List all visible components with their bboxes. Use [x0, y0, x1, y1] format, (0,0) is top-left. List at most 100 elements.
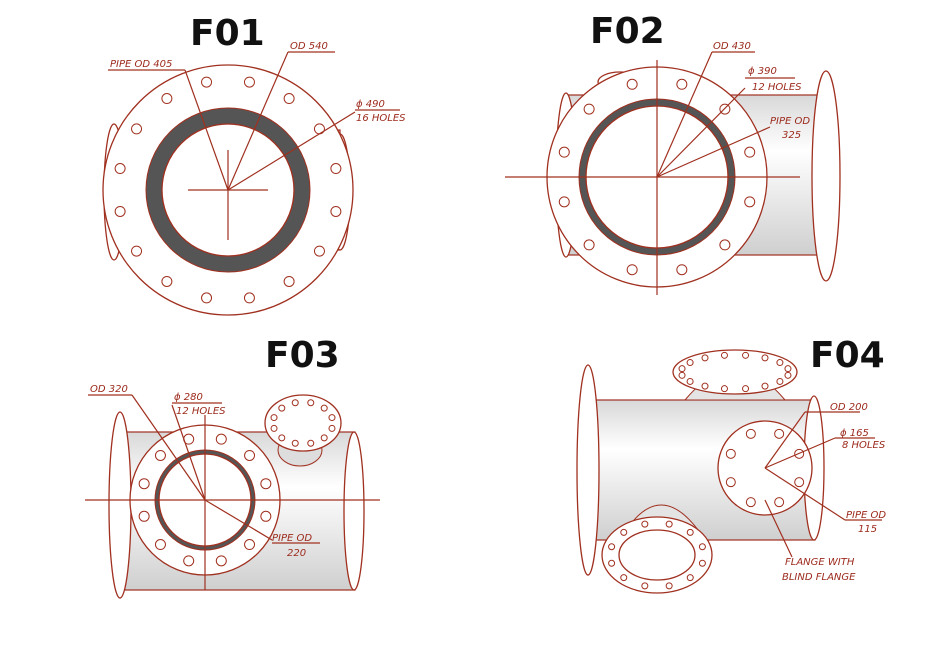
drawing-f04: F04 OD 200 ϕ 165 8 HOLES PIPE OD 115 FLA…	[576, 335, 886, 594]
bolt-hole	[678, 365, 686, 373]
bolt-hole	[138, 510, 150, 522]
branch-bolt-holes	[270, 399, 336, 447]
bolt-hole	[131, 123, 143, 135]
label-pipe-od-value: 220	[287, 548, 306, 559]
bolt-hole	[244, 539, 256, 551]
bolt-hole	[776, 359, 784, 367]
bolt-hole	[725, 448, 736, 459]
bolt-hole	[114, 163, 126, 175]
bolt-hole	[641, 520, 649, 528]
label-od: OD 200	[830, 402, 868, 413]
drawing-title: F02	[590, 11, 665, 52]
bolt-hole	[784, 365, 792, 373]
bolt-hole	[161, 275, 173, 287]
bolt-hole	[131, 245, 143, 257]
bolt-hole	[283, 275, 295, 287]
label-bolt-circle: ϕ 490	[356, 99, 385, 110]
bolt-hole	[270, 414, 278, 422]
bolt-hole	[608, 543, 616, 551]
bolt-hole	[328, 414, 336, 422]
bolt-holes	[114, 76, 342, 304]
bolt-hole	[313, 123, 325, 135]
label-bolt-circle: ϕ 165	[840, 428, 869, 439]
bolt-hole	[313, 245, 325, 257]
bolt-hole	[270, 424, 278, 432]
bolt-hole	[744, 196, 756, 208]
label-pipe-od: PIPE OD	[846, 510, 886, 521]
bolt-hole	[686, 377, 694, 385]
bolt-hole	[665, 520, 673, 528]
bolt-hole	[183, 555, 195, 567]
bolt-hole	[665, 582, 673, 590]
bolt-hole	[154, 449, 166, 461]
bolt-hole	[215, 555, 227, 567]
bolt-hole	[330, 205, 342, 217]
bolt-hole	[114, 205, 126, 217]
bolt-hole	[620, 574, 628, 582]
bolt-hole	[742, 385, 750, 393]
bolt-hole	[761, 382, 769, 390]
top-branch-flange	[672, 349, 798, 395]
bolt-hole	[725, 477, 736, 488]
bolt-hole	[291, 399, 299, 407]
drawing-title: F01	[190, 13, 265, 54]
bolt-hole	[776, 377, 784, 385]
bolt-hole	[608, 559, 616, 567]
bolt-hole	[307, 399, 315, 407]
bolt-hole	[620, 528, 628, 536]
drawing-title: F03	[265, 335, 340, 376]
bolt-hole	[307, 439, 315, 447]
label-pipe-od-value: 115	[858, 524, 877, 535]
bolt-hole	[558, 196, 570, 208]
bolt-holes	[725, 428, 805, 508]
bottom-bolt-holes	[608, 520, 706, 590]
bolt-hole	[243, 76, 255, 88]
bolt-hole	[745, 428, 756, 439]
side-flange-left	[108, 411, 132, 599]
bolt-hole	[330, 163, 342, 175]
label-od: OD 540	[290, 41, 328, 52]
bolt-hole	[698, 559, 706, 567]
bolt-hole	[686, 359, 694, 367]
bolt-hole	[626, 264, 638, 276]
bolt-hole	[686, 528, 694, 536]
bolt-hole	[744, 146, 756, 158]
bolt-hole	[784, 371, 792, 379]
bolt-hole	[583, 103, 595, 115]
bolt-hole	[278, 434, 286, 442]
bolt-hole	[558, 146, 570, 158]
bolt-hole	[201, 76, 213, 88]
bolt-hole	[278, 404, 286, 412]
bolt-hole	[719, 239, 731, 251]
bolt-hole	[583, 239, 595, 251]
bolt-hole	[283, 93, 295, 105]
bottom-branch-bore	[618, 529, 696, 581]
bolt-hole	[794, 477, 805, 488]
label-pipe-od-value: 325	[782, 130, 801, 141]
bolt-hole	[761, 354, 769, 362]
drawing-title: F04	[810, 335, 885, 376]
bolt-hole	[328, 424, 336, 432]
drawing-f02: F02 OD 430 ϕ 390 12 HOLES PIPE OD 325	[505, 11, 841, 295]
bolt-hole	[138, 478, 150, 490]
bolt-hole	[701, 382, 709, 390]
label-pipe-od: PIPE OD	[770, 116, 810, 127]
bolt-hole	[774, 497, 785, 508]
drawing-f03: F03 OD 320 ϕ 280 12 HOLES PIPE OD 220	[85, 335, 380, 599]
bolt-hole	[154, 539, 166, 551]
bolt-hole	[260, 478, 272, 490]
bolt-holes	[558, 78, 756, 276]
label-flange-note-1: FLANGE WITH	[785, 557, 855, 568]
top-branch-flange	[264, 394, 342, 452]
bolt-hole	[291, 439, 299, 447]
bolt-hole	[243, 292, 255, 304]
label-od: OD 320	[90, 384, 128, 395]
bolt-hole	[215, 433, 227, 445]
bolt-hole	[686, 574, 694, 582]
label-holes: 16 HOLES	[356, 113, 406, 124]
label-holes: 12 HOLES	[752, 82, 802, 93]
label-od: OD 430	[713, 41, 751, 52]
label-holes: 12 HOLES	[176, 406, 226, 417]
bolt-hole	[678, 371, 686, 379]
bolt-hole	[774, 428, 785, 439]
